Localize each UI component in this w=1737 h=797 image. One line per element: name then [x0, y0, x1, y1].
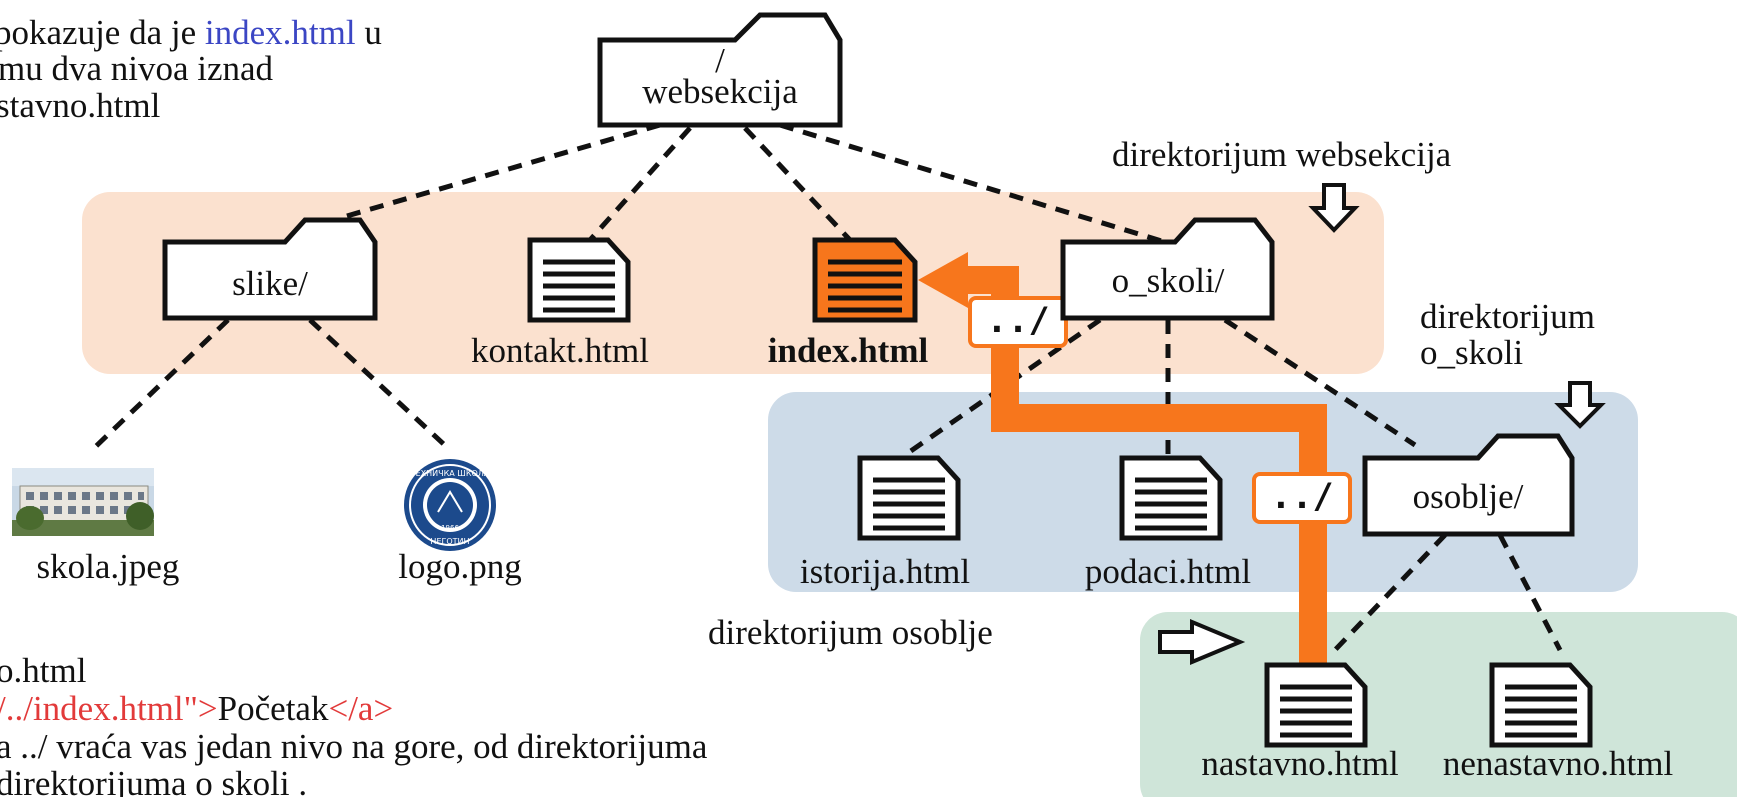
code-line2-text: Početak: [218, 689, 329, 728]
label-dir-o-skoli-2: o_skoli: [1420, 333, 1523, 372]
document-icon: [1264, 662, 1368, 748]
folder-websekcija: / websekcija: [597, 12, 843, 128]
intro-link-nastavno: stavno.html: [0, 86, 161, 125]
svg-text:/: /: [715, 41, 725, 80]
file-nenastavno: nenastavno.html: [1443, 662, 1674, 783]
document-icon: [857, 455, 961, 541]
code-line4: direktorijuma o skoli .: [0, 764, 307, 797]
intro-line1-pre: pokazuje da je: [0, 13, 205, 52]
image-skola-photo: [12, 468, 154, 536]
code-line2-href: /../index.html">: [0, 689, 218, 728]
file-podaci: podaci.html: [1085, 455, 1251, 591]
label-dir-o-skoli-1: direktorijum: [1420, 297, 1595, 336]
svg-text:pokazuje da je index.html u: pokazuje da je index.html u: [0, 13, 382, 52]
document-icon: [1119, 455, 1223, 541]
svg-text:websekcija: websekcija: [642, 72, 798, 111]
image-logo: ТЕХНИЧКА ШКОЛА НЕГОТИН 1966: [404, 459, 496, 551]
folder-o-skoli: o_skoli/: [1060, 217, 1275, 321]
svg-text:../: ../: [1270, 477, 1333, 517]
folder-icon: [597, 12, 843, 128]
code-line1: o.html: [0, 651, 87, 690]
svg-text:podaci.html: podaci.html: [1085, 552, 1251, 591]
path-step-lower-label: ../: [1252, 472, 1352, 524]
folder-slike: slike/: [162, 217, 378, 321]
svg-text:index.html: index.html: [768, 331, 929, 370]
intro-line2: mu dva nivoa iznad: [0, 49, 274, 88]
svg-text:nenastavno.html: nenastavno.html: [1443, 744, 1674, 783]
svg-text:../: ../: [986, 301, 1049, 341]
label-dir-websekcija: direktorijum websekcija: [1112, 135, 1452, 174]
svg-text:istorija.html: istorija.html: [800, 552, 970, 591]
down-arrow-icon: [1554, 381, 1606, 429]
label-logo-png: logo.png: [398, 547, 521, 586]
document-icon: [527, 237, 631, 323]
label-skola-jpeg: skola.jpeg: [37, 547, 180, 586]
panel-osoblje: [1140, 612, 1737, 797]
label-dir-osoblje: direktorijum osoblje: [708, 613, 993, 652]
svg-text:ТЕХНИЧКА ШКОЛА: ТЕХНИЧКА ШКОЛА: [410, 469, 490, 478]
down-arrow-icon: [1308, 183, 1360, 233]
intro-text: pokazuje da je index.html u mu dva nivoa…: [0, 13, 382, 125]
svg-text:НЕГОТИН: НЕГОТИН: [430, 537, 469, 546]
code-line3: a ../ vraća vas jedan nivo na gore, od d…: [0, 727, 708, 766]
file-nastavno: nastavno.html: [1201, 662, 1399, 783]
tree-connectors: [90, 122, 1563, 652]
svg-text:kontakt.html: kontakt.html: [471, 331, 649, 370]
svg-text:osoblje/: osoblje/: [1413, 477, 1524, 516]
code-explanation: o.html /../index.html">Početak</a> a ../…: [0, 651, 708, 797]
file-istorija: istorija.html: [800, 455, 970, 591]
folder-icon: [162, 217, 378, 321]
file-index: index.html: [768, 237, 929, 370]
svg-text:slike/: slike/: [232, 264, 308, 303]
intro-line1-post: u: [356, 13, 382, 52]
file-kontakt: kontakt.html: [471, 237, 649, 370]
svg-text:/../index.html">Početak</a>: /../index.html">Početak</a>: [0, 689, 393, 728]
code-line2-close: </a>: [328, 689, 393, 728]
folder-icon: [1362, 433, 1575, 537]
folder-icon: [1060, 217, 1275, 321]
svg-text:o_skoli/: o_skoli/: [1112, 261, 1225, 300]
document-icon: [812, 237, 918, 323]
path-step-upper-label: ../: [968, 296, 1068, 348]
document-icon: [1489, 662, 1593, 748]
svg-text:nastavno.html: nastavno.html: [1201, 744, 1399, 783]
svg-text:1966: 1966: [441, 524, 459, 532]
right-arrow-icon: [1158, 619, 1246, 665]
folder-osoblje: osoblje/: [1362, 433, 1575, 537]
intro-link-index: index.html: [205, 13, 356, 52]
